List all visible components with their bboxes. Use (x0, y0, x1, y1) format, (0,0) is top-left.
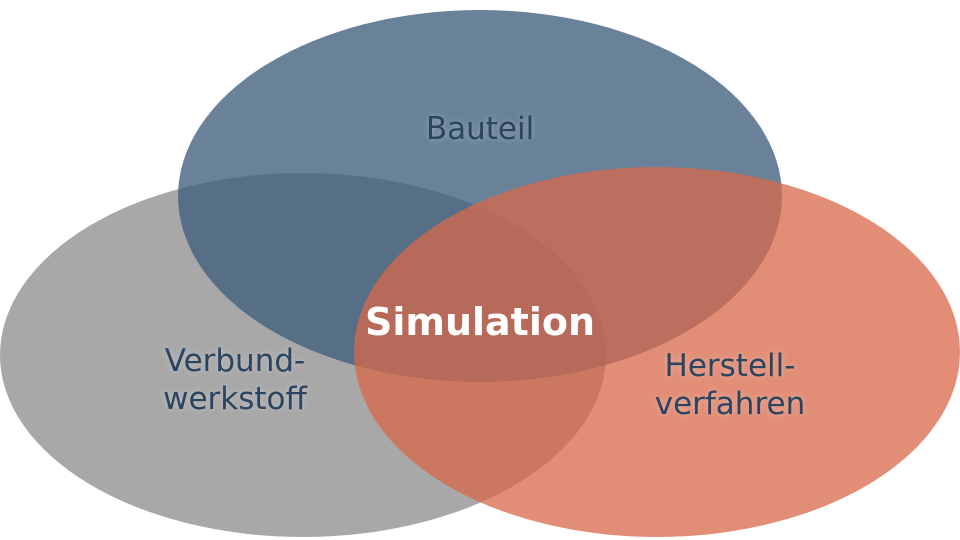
label-verbundwerkstoff: Verbund- werkstoff (120, 342, 350, 418)
label-herstellverfahren-line1: Herstell- (664, 348, 796, 384)
label-verbundwerkstoff-line2: werkstoff (163, 381, 307, 417)
set-herstellverfahren-ellipse (354, 167, 960, 537)
label-herstellverfahren-line2: verfahren (654, 386, 806, 422)
label-herstellverfahren: Herstell- verfahren (615, 347, 845, 423)
label-verbundwerkstoff-line1: Verbund- (164, 343, 306, 379)
center-label-simulation: Simulation (364, 300, 596, 344)
label-bauteil: Bauteil (425, 111, 535, 147)
